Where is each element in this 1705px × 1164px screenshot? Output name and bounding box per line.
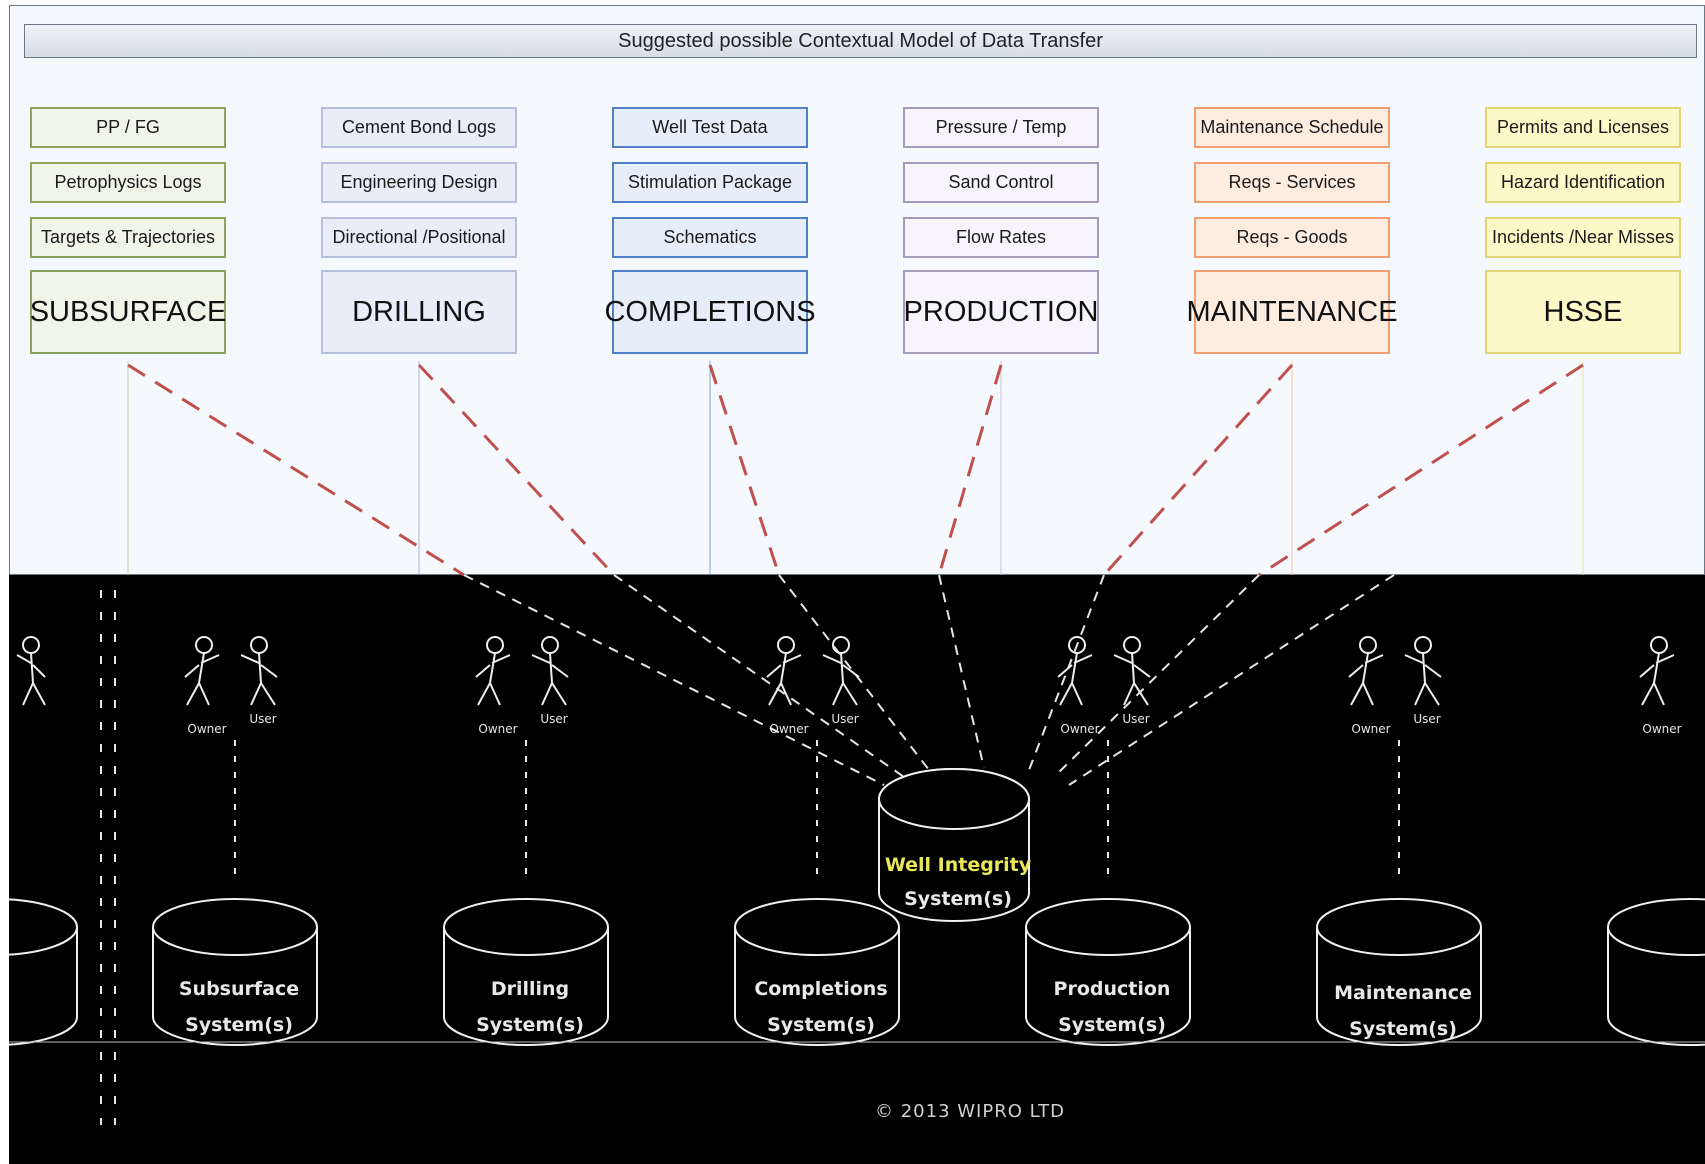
hub-database-icon <box>878 768 1030 922</box>
database-icon <box>734 898 900 1046</box>
data-item: Directional /Positional <box>321 217 517 258</box>
system-label: System(s) <box>767 1014 875 1036</box>
data-item: Sand Control <box>903 162 1099 203</box>
actor-labels: Owner User Owner User Owner User Owner U… <box>187 712 1681 736</box>
database-icon <box>152 898 318 1046</box>
domain-heading-hsse: HSSE <box>1485 270 1681 354</box>
owner-actor-icon <box>1057 636 1151 706</box>
dashed-links <box>127 363 1584 577</box>
system-label: Maintenance <box>1334 982 1472 1004</box>
link-hsse <box>1258 363 1584 577</box>
hub-label: System(s) <box>904 888 1012 910</box>
database-cylinders <box>9 768 1705 1046</box>
owner-label: Owner <box>769 722 808 736</box>
user-label: User <box>1413 712 1440 726</box>
database-icon <box>9 898 78 1046</box>
domain-heading-completions: COMPLETIONS <box>604 270 816 354</box>
owner-actor-icon <box>475 636 569 706</box>
data-item: Stimulation Package <box>612 162 808 203</box>
system-label: System(s) <box>476 1014 584 1036</box>
domain-heading-maintenance: MAINTENANCE <box>1186 270 1398 354</box>
owner-actor-icon <box>766 636 860 706</box>
system-label: Subsurface <box>179 978 299 1000</box>
domain-panel <box>9 5 1705 575</box>
link-subsurface <box>127 363 465 577</box>
diagram-title: Suggested possible Contextual Model of D… <box>24 24 1697 58</box>
actor-connectors <box>234 740 1400 875</box>
system-label: Completions <box>754 978 887 1000</box>
owner-label: Owner <box>1060 722 1099 736</box>
owner-label: Owner <box>1351 722 1390 736</box>
data-item: PP / FG <box>30 107 226 148</box>
data-item: Permits and Licenses <box>1485 107 1681 148</box>
database-icon <box>443 898 609 1046</box>
data-item: Well Test Data <box>612 107 808 148</box>
domain-heading-drilling: DRILLING <box>321 270 517 354</box>
owner-actor-icon <box>1348 636 1442 706</box>
system-label: Drilling <box>491 978 569 1000</box>
data-item: Maintenance Schedule <box>1194 107 1390 148</box>
data-item: Reqs - Services <box>1194 162 1390 203</box>
domain-heading-production: PRODUCTION <box>903 270 1099 354</box>
diagram-frame: Suggested possible Contextual Model of D… <box>9 5 1705 1164</box>
dashed-links-lower <box>463 574 1395 786</box>
owner-actor-icon <box>16 636 46 706</box>
column-guide-lines <box>127 361 1584 575</box>
data-item: Petrophysics Logs <box>30 162 226 203</box>
link-completions <box>708 364 781 576</box>
systems-panel <box>9 575 1705 1164</box>
user-label: User <box>540 712 567 726</box>
domain-column-hsse: Permits and Licenses Hazard Identificati… <box>1485 107 1681 354</box>
actor-group <box>16 636 1675 706</box>
data-item: Targets & Trajectories <box>30 217 226 258</box>
user-label: User <box>1122 712 1149 726</box>
link-maintenance <box>1102 363 1294 577</box>
owner-label: Owner <box>1642 722 1681 736</box>
data-item: Cement Bond Logs <box>321 107 517 148</box>
user-label: User <box>831 712 858 726</box>
hub-label: Well Integrity <box>885 854 1032 876</box>
data-item: Engineering Design <box>321 162 517 203</box>
owner-label: Owner <box>187 722 226 736</box>
domain-column-completions: Well Test Data Stimulation Package Schem… <box>604 107 816 354</box>
database-labels: Subsurface System(s) Drilling System(s) … <box>179 854 1472 1040</box>
copyright-notice: © 2013 WIPRO LTD <box>874 1101 1065 1122</box>
system-label: Production <box>1054 978 1171 1000</box>
data-item: Hazard Identification <box>1485 162 1681 203</box>
left-scroll-guides <box>100 590 116 1125</box>
system-label: System(s) <box>185 1014 293 1036</box>
database-icon <box>1316 898 1482 1046</box>
data-item: Reqs - Goods <box>1194 217 1390 258</box>
data-item: Pressure / Temp <box>903 107 1099 148</box>
domain-column-subsurface: PP / FG Petrophysics Logs Targets & Traj… <box>30 107 226 354</box>
data-item: Incidents /Near Misses <box>1485 217 1681 258</box>
link-production <box>937 364 1003 576</box>
data-item: Flow Rates <box>903 217 1099 258</box>
domain-column-production: Pressure / Temp Sand Control Flow Rates … <box>903 107 1099 354</box>
domain-heading-subsurface: SUBSURFACE <box>30 270 226 354</box>
owner-label: Owner <box>478 722 517 736</box>
owner-actor-icon <box>184 636 278 706</box>
domain-column-maintenance: Maintenance Schedule Reqs - Services Req… <box>1186 107 1398 354</box>
domain-column-drilling: Cement Bond Logs Engineering Design Dire… <box>321 107 517 354</box>
user-label: User <box>249 712 276 726</box>
system-label: System(s) <box>1349 1018 1457 1040</box>
database-icon <box>1025 898 1191 1046</box>
data-item: Schematics <box>612 217 808 258</box>
link-drilling <box>417 363 616 577</box>
database-icon <box>1607 898 1705 1046</box>
system-label: System(s) <box>1058 1014 1166 1036</box>
owner-actor-icon <box>1639 636 1675 706</box>
connector-layer: Owner User Owner User Owner User Owner U… <box>9 361 1705 1125</box>
